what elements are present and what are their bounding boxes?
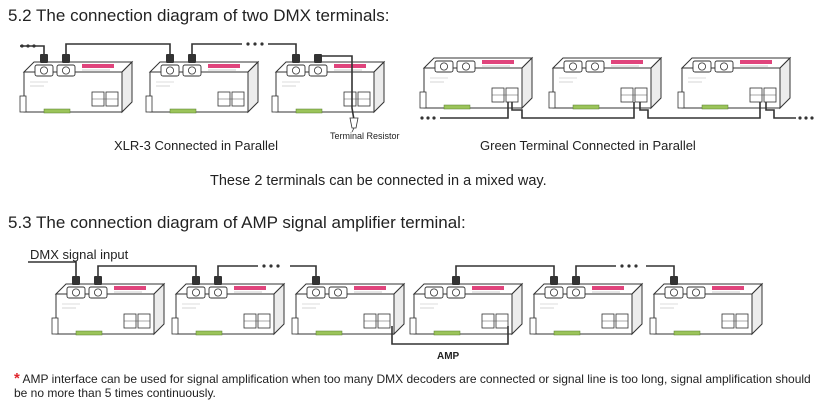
section-heading-5-2: 5.2 The connection diagram of two DMX te… bbox=[8, 6, 390, 25]
decoder-green-3 bbox=[677, 57, 791, 110]
ellipsis-dots-1 bbox=[20, 42, 264, 48]
mixed-connection-note: These 2 terminals can be connected in a … bbox=[210, 173, 547, 189]
decoder-xlr-2 bbox=[145, 61, 259, 114]
caption-green-terminal-parallel: Green Terminal Connected in Parallel bbox=[480, 138, 696, 153]
xlr-plugs bbox=[40, 54, 322, 63]
ellipsis-dots-2 bbox=[420, 116, 814, 120]
decoder-amp-1 bbox=[51, 283, 165, 336]
dmx-signal-input-label: DMX signal input bbox=[30, 247, 129, 262]
terminal-resistor-label: Terminal Resistor bbox=[330, 131, 400, 141]
amp-label: AMP bbox=[437, 351, 460, 362]
decoder-xlr-1 bbox=[19, 61, 133, 114]
decoder-amp-5 bbox=[529, 283, 643, 336]
ellipsis-dots-3 bbox=[262, 264, 638, 268]
caption-xlr-parallel: XLR-3 Connected in Parallel bbox=[114, 138, 279, 153]
decoder-amp-2 bbox=[171, 283, 285, 336]
decoder-amp-6 bbox=[649, 283, 763, 336]
asterisk-icon: * bbox=[14, 370, 20, 387]
green-terminal-cables bbox=[440, 102, 796, 119]
decoder-xlr-3 bbox=[271, 61, 385, 114]
amp-plugs bbox=[72, 276, 678, 285]
section-heading-5-3: 5.3 The connection diagram of AMP signal… bbox=[8, 213, 466, 232]
terminal-resistor-icon bbox=[349, 117, 359, 129]
decoder-amp-4 bbox=[409, 283, 523, 336]
amp-footnote: * AMP interface can be used for signal a… bbox=[14, 370, 819, 400]
decoder-amp-3 bbox=[291, 283, 405, 336]
decoder-green-1 bbox=[419, 57, 533, 110]
amp-footnote-text: AMP interface can be used for signal amp… bbox=[14, 372, 811, 400]
decoder-green-2 bbox=[548, 57, 662, 110]
